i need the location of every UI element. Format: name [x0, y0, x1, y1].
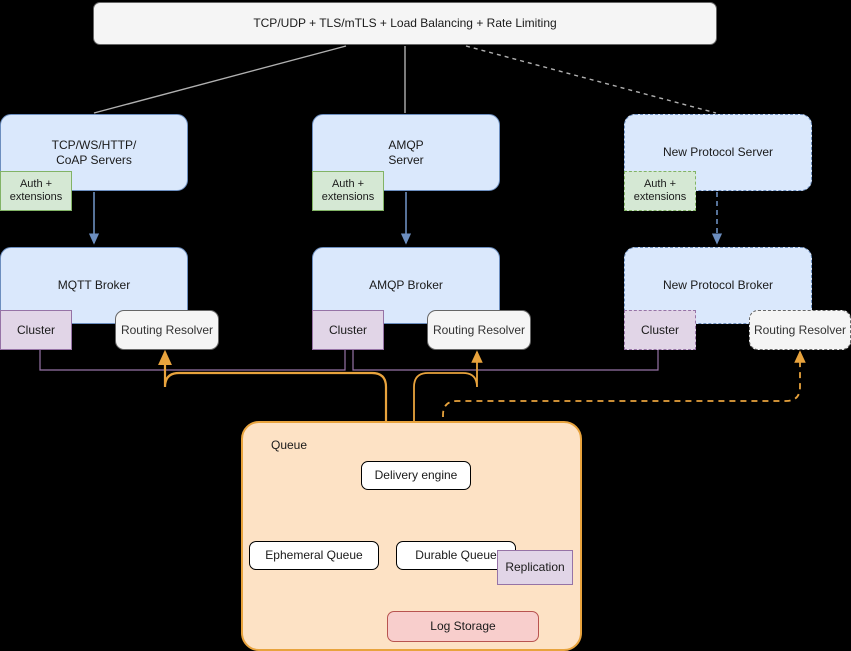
node-auth-extensions-2[interactable]: Auth + extensions — [312, 171, 384, 211]
node-auth-extensions-1[interactable]: Auth + extensions — [0, 171, 72, 211]
replication-label: Replication — [505, 560, 565, 574]
node-ephemeral-queue[interactable]: Ephemeral Queue — [249, 541, 379, 570]
node-cluster-3[interactable]: Cluster — [624, 310, 696, 350]
server-label: TCP/WS/HTTP/ CoAP Servers — [51, 137, 137, 167]
node-auth-extensions-3[interactable]: Auth + extensions — [624, 171, 696, 211]
queue-container-label: Queue — [271, 438, 308, 452]
cluster-label: Cluster — [640, 322, 679, 337]
broker-label: MQTT Broker — [57, 278, 131, 292]
auth-label: Auth + extensions — [321, 178, 375, 203]
node-routing-resolver-3[interactable]: Routing Resolver — [749, 310, 851, 350]
durable-queue-label: Durable Queue — [415, 548, 497, 562]
log-storage-label: Log Storage — [430, 619, 496, 633]
node-cluster-1[interactable]: Cluster — [0, 310, 72, 350]
gateway-bar[interactable]: TCP/UDP + TLS/mTLS + Load Balancing + Ra… — [93, 2, 717, 45]
cluster-label: Cluster — [328, 322, 367, 337]
node-delivery-engine[interactable]: Delivery engine — [361, 461, 471, 490]
resolver-label: Routing Resolver — [120, 322, 214, 337]
auth-label: Auth + extensions — [633, 178, 687, 203]
node-replication[interactable]: Replication — [497, 550, 573, 585]
node-routing-resolver-2[interactable]: Routing Resolver — [427, 310, 531, 350]
auth-label: Auth + extensions — [9, 178, 63, 203]
delivery-engine-label: Delivery engine — [374, 468, 458, 482]
gateway-label: TCP/UDP + TLS/mTLS + Load Balancing + Ra… — [253, 16, 557, 30]
server-label: AMQP Server — [388, 137, 424, 167]
broker-label: New Protocol Broker — [662, 278, 774, 292]
resolver-label: Routing Resolver — [432, 322, 526, 337]
node-cluster-2[interactable]: Cluster — [312, 310, 384, 350]
resolver-label: Routing Resolver — [753, 322, 847, 337]
node-amqp-server[interactable]: AMQP Server — [312, 114, 500, 191]
node-durable-queue[interactable]: Durable Queue — [396, 541, 516, 570]
node-routing-resolver-1[interactable]: Routing Resolver — [115, 310, 219, 350]
ephemeral-queue-label: Ephemeral Queue — [265, 548, 363, 562]
edge-cluster-bus — [39, 350, 659, 371]
server-label: New Protocol Server — [662, 145, 774, 159]
broker-label: AMQP Broker — [369, 278, 443, 292]
edge-gateway-to-servers — [93, 45, 717, 114]
cluster-label: Cluster — [16, 322, 55, 337]
node-log-storage[interactable]: Log Storage — [387, 611, 539, 642]
